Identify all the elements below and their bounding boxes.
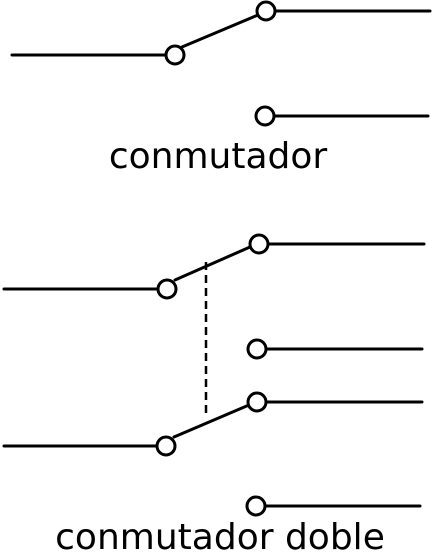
switch-top-terminal (255, 0, 277, 22)
double-switch-lower-bottom-terminal (245, 495, 267, 517)
switch-common-terminal (164, 44, 186, 66)
double-switch-upper-top-terminal (248, 233, 270, 255)
double-switch-label: conmutador doble (55, 517, 385, 553)
double-switch-upper-common-terminal (156, 278, 178, 300)
switch-bottom-terminal (254, 105, 276, 127)
double-switch-lower-lever (172, 403, 251, 439)
double-switch-upper-lever (173, 245, 252, 282)
switch-symbol (10, 0, 432, 127)
switch-label: conmutador (109, 136, 328, 177)
double-switch-upper-bottom-terminal (246, 338, 268, 360)
switch-lever (180, 13, 260, 49)
double-switch-lower-top-terminal (246, 391, 268, 413)
double-switch-lower-common-terminal (155, 435, 177, 457)
double-switch-symbol (2, 233, 426, 517)
